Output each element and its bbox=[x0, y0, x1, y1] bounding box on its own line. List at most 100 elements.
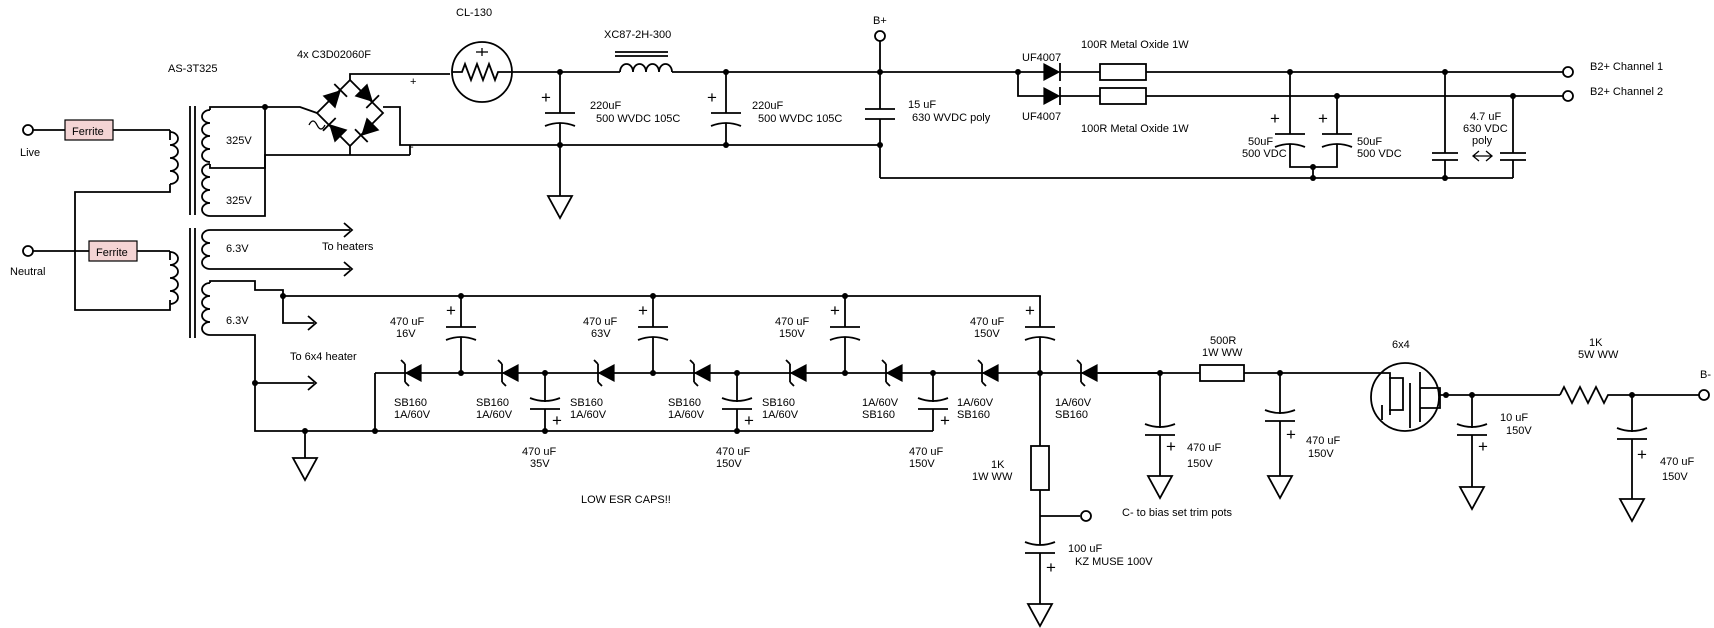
bridge-plus-label: + bbox=[410, 76, 416, 88]
cap6-type: poly bbox=[1472, 135, 1493, 147]
cap4-rating: 500 VDC bbox=[1242, 148, 1287, 160]
bottom-cap-3-value: 470 uF bbox=[909, 446, 944, 458]
cap6-value: 4.7 uF bbox=[1470, 111, 1501, 123]
mains-input: Live Ferrite Neutral Ferrite bbox=[10, 119, 171, 311]
resistor-100r-2 bbox=[1099, 87, 1147, 105]
filter-cap-1-rating: 150V bbox=[1187, 458, 1213, 470]
diode-5-rating: 1A/60V bbox=[762, 409, 799, 421]
tube-label: 6x4 bbox=[1392, 339, 1410, 351]
diode-3-rating: 1A/60V bbox=[570, 409, 607, 421]
resistor-1-label: 100R Metal Oxide 1W bbox=[1081, 39, 1189, 51]
diode-1-label: UF4007 bbox=[1022, 52, 1061, 64]
diode-7-part: 1A/60V bbox=[957, 397, 994, 409]
resistor-2-label: 100R Metal Oxide 1W bbox=[1081, 123, 1189, 135]
svg-text:+: + bbox=[707, 88, 717, 107]
bias-out-label: C- to bias set trim pots bbox=[1122, 507, 1233, 519]
top-cap-4-rating: 150V bbox=[974, 328, 1000, 340]
top-cap-2-rating: 63V bbox=[591, 328, 611, 340]
svg-text:+: + bbox=[1478, 437, 1488, 456]
b2-plus-channel-1-terminal[interactable] bbox=[1562, 66, 1574, 78]
thermistor-label: CL-130 bbox=[456, 7, 492, 19]
diode-5-part: SB160 bbox=[762, 397, 795, 409]
cap5-value: 50uF bbox=[1357, 136, 1382, 148]
top-cap-1-rating: 16V bbox=[396, 328, 416, 340]
bias-resistor-rating: 1W WW bbox=[972, 471, 1013, 483]
diode-2-rating: 1A/60V bbox=[476, 409, 513, 421]
b-minus-supply: + 470 uF 16V + 470 uF 63V + 470 uF 150V … bbox=[372, 293, 1711, 627]
svg-text:+: + bbox=[1046, 558, 1056, 577]
diode-1-rating: 1A/60V bbox=[394, 409, 431, 421]
svg-text:+: + bbox=[446, 301, 456, 320]
to-heaters-label: To heaters bbox=[322, 241, 374, 253]
cap2-rating: 500 WVDC 105C bbox=[758, 113, 842, 125]
neutral-label: Neutral bbox=[10, 266, 45, 278]
top-cap-3-value: 470 uF bbox=[775, 316, 810, 328]
svg-text:+: + bbox=[1318, 109, 1328, 128]
cap5-rating: 500 VDC bbox=[1357, 148, 1402, 160]
svg-text:+: + bbox=[541, 88, 551, 107]
diode-2-part: SB160 bbox=[476, 397, 509, 409]
filter-cap-2-value: 470 uF bbox=[1306, 435, 1341, 447]
cap3-rating: 630 WVDC poly bbox=[912, 112, 991, 124]
diode-6-part: 1A/60V bbox=[862, 397, 899, 409]
b2-plus-channel-1-label: B2+ Channel 1 bbox=[1590, 61, 1663, 73]
b2-plus-channel-2-label: B2+ Channel 2 bbox=[1590, 86, 1663, 98]
diode-2-label: UF4007 bbox=[1022, 111, 1061, 123]
ferrite-label-live: Ferrite bbox=[72, 126, 104, 138]
svg-text:+: + bbox=[1270, 109, 1280, 128]
choke-label: XC87-2H-300 bbox=[604, 29, 671, 41]
b2-plus-channel-2-terminal[interactable] bbox=[1562, 90, 1574, 102]
bridge-minus-label: - bbox=[410, 141, 414, 153]
bias-cap-value: 100 uF bbox=[1068, 543, 1103, 555]
tube-6x4 bbox=[1370, 362, 1440, 432]
diode-3-part: SB160 bbox=[570, 397, 603, 409]
bias-resistor-value: 1K bbox=[991, 459, 1005, 471]
cap2-value: 220uF bbox=[752, 100, 783, 112]
svg-text:+: + bbox=[1637, 445, 1647, 464]
resistor-100r-1 bbox=[1099, 63, 1147, 81]
filter-res-1-rating: 1W WW bbox=[1202, 347, 1243, 359]
low-esr-note: LOW ESR CAPS!! bbox=[581, 494, 671, 506]
svg-text:+: + bbox=[552, 411, 562, 430]
to-6x4-heater-label: To 6x4 heater bbox=[290, 351, 357, 363]
hv-winding-1-label: 325V bbox=[226, 135, 252, 147]
svg-text:+: + bbox=[744, 411, 754, 430]
c-minus-bias-terminal[interactable] bbox=[1080, 510, 1092, 522]
b-plus-terminal[interactable] bbox=[874, 30, 886, 42]
bias-cap-rating: KZ MUSE 100V bbox=[1075, 556, 1153, 568]
hv-winding-2-label: 325V bbox=[226, 195, 252, 207]
filter-res-2-rating: 5W WW bbox=[1578, 349, 1619, 361]
diode-1-part: SB160 bbox=[394, 397, 427, 409]
neutral-terminal[interactable] bbox=[22, 245, 34, 257]
filter-cap-2-rating: 150V bbox=[1308, 448, 1334, 460]
diode-8-rating: SB160 bbox=[1055, 409, 1088, 421]
svg-text:+: + bbox=[1286, 425, 1296, 444]
filter-cap-3-value: 10 uF bbox=[1500, 412, 1528, 424]
b-plus-label: B+ bbox=[873, 15, 887, 27]
b-minus-terminal[interactable] bbox=[1698, 389, 1710, 401]
filter-cap-1-value: 470 uF bbox=[1187, 442, 1222, 454]
svg-text:+: + bbox=[1025, 301, 1035, 320]
diode-4-part: SB160 bbox=[668, 397, 701, 409]
cap3-value: 15 uF bbox=[908, 99, 936, 111]
filter-cap-4-value: 470 uF bbox=[1660, 456, 1695, 468]
heater-winding-1-label: 6.3V bbox=[226, 243, 249, 255]
svg-text:+: + bbox=[830, 301, 840, 320]
svg-text:+: + bbox=[1166, 437, 1176, 456]
svg-text:+: + bbox=[638, 301, 648, 320]
top-cap-2-value: 470 uF bbox=[583, 316, 618, 328]
bridge-rectifier: 4x C3D02060F + - bbox=[265, 49, 450, 155]
transformer-part-label: AS-3T325 bbox=[168, 63, 218, 75]
live-label: Live bbox=[20, 147, 40, 159]
bottom-cap-1-rating: 35V bbox=[530, 458, 550, 470]
cap6-rating: 630 VDC bbox=[1463, 123, 1508, 135]
live-terminal[interactable] bbox=[22, 124, 34, 136]
diode-6-rating: SB160 bbox=[862, 409, 895, 421]
b-minus-label: B- bbox=[1700, 369, 1711, 381]
bottom-cap-3-rating: 150V bbox=[909, 458, 935, 470]
bridge-part-label: 4x C3D02060F bbox=[297, 49, 371, 61]
filter-cap-3-rating: 150V bbox=[1506, 425, 1532, 437]
b-plus-supply: CL-130 + 220uF 500 WVDC 105C XC87-2H-300 bbox=[409, 7, 1663, 219]
ferrite-label-neutral: Ferrite bbox=[96, 247, 128, 259]
filter-cap-4-rating: 150V bbox=[1662, 471, 1688, 483]
